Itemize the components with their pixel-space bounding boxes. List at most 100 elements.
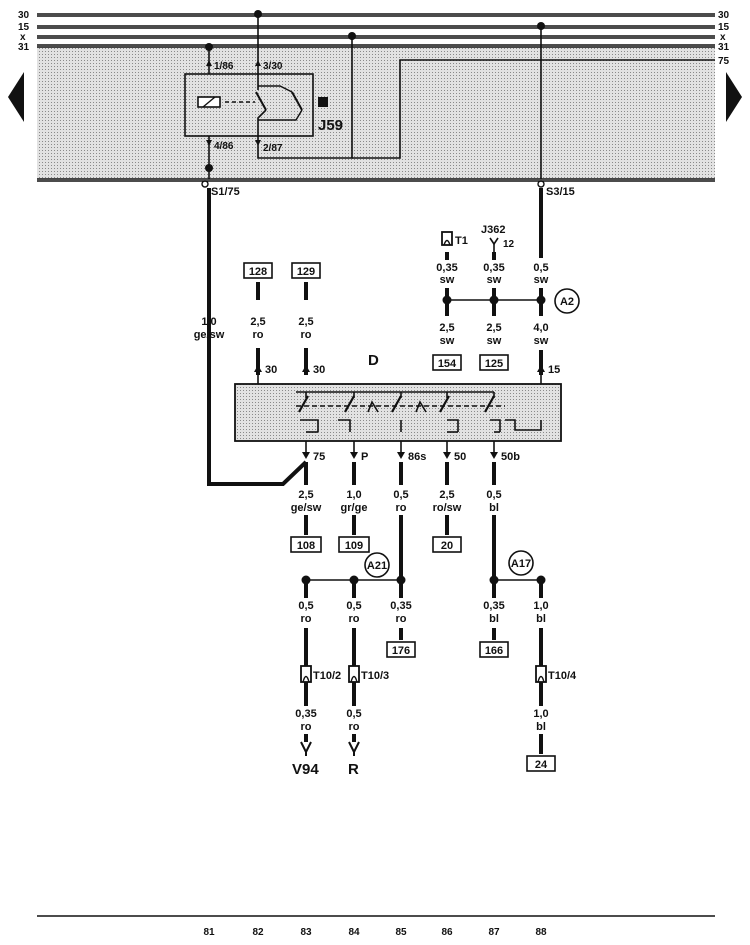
plug-end-r-icon bbox=[348, 741, 360, 756]
component-v94: V94 bbox=[292, 761, 319, 778]
connector-j362-pin: 12 bbox=[503, 239, 515, 250]
track-number: 85 bbox=[395, 927, 407, 938]
wire-label-a21-mid-color: ro bbox=[349, 613, 360, 625]
junction-a21: A21 bbox=[364, 552, 390, 578]
track-number: 84 bbox=[348, 927, 360, 938]
terminal-75: 75 bbox=[313, 451, 325, 463]
wire-label-109-size: 1,0 bbox=[346, 489, 361, 501]
track-number: 83 bbox=[300, 927, 312, 938]
bus-panel-shading bbox=[37, 47, 715, 179]
connector-s3-icon bbox=[537, 180, 545, 188]
wire-label-r-size: 0,5 bbox=[346, 708, 361, 720]
plug-end-v94-icon bbox=[300, 741, 312, 756]
wire-label-125-color: sw bbox=[487, 335, 502, 347]
lower-wires bbox=[304, 579, 543, 754]
wire-label-v94-size: 0,35 bbox=[295, 708, 316, 720]
svg-text:A2: A2 bbox=[560, 296, 574, 308]
bus-lines bbox=[37, 13, 715, 182]
relay-name: J59 bbox=[318, 117, 343, 134]
connector-j362-icon bbox=[489, 237, 499, 252]
wire-label-s3-size: 0,5 bbox=[533, 262, 548, 274]
wire-label-main-left-color: ge/sw bbox=[194, 329, 225, 341]
svg-text:A21: A21 bbox=[367, 560, 387, 572]
junction-a2: A2 bbox=[554, 288, 580, 314]
wire-label-86s-color: ro bbox=[396, 502, 407, 514]
wire-label-176-color: ro bbox=[396, 613, 407, 625]
next-page-arrow-icon[interactable] bbox=[726, 72, 742, 122]
lower-junction-dots bbox=[301, 575, 546, 585]
previous-page-arrow-icon[interactable] bbox=[8, 72, 24, 122]
wire-label-50b-color: bl bbox=[489, 502, 499, 514]
svg-text:166: 166 bbox=[485, 645, 503, 657]
wire-label-j362-size: 0,35 bbox=[483, 262, 504, 274]
svg-text:24: 24 bbox=[535, 759, 548, 771]
wire-label-108-color: ge/sw bbox=[291, 502, 322, 514]
wire-label-v94-color: ro bbox=[301, 721, 312, 733]
ref-box-20[interactable]: 20 bbox=[432, 536, 462, 553]
bus-label-right-x: x bbox=[720, 32, 726, 43]
connector-t10-3-icon bbox=[348, 665, 360, 683]
connector-j362-label: J362 bbox=[481, 224, 505, 236]
track-number: 88 bbox=[535, 927, 547, 938]
wire-label-109-color: gr/ge bbox=[341, 502, 368, 514]
wire-label-a21-mid-size: 0,5 bbox=[346, 600, 361, 612]
connector-t10-4-icon bbox=[535, 665, 547, 683]
bus-label-left-30: 30 bbox=[18, 10, 30, 21]
connector-s3-label: S3/15 bbox=[546, 186, 575, 198]
bus-label-left-x: x bbox=[20, 32, 26, 43]
svg-text:A17: A17 bbox=[511, 558, 531, 570]
track-number: 81 bbox=[203, 927, 215, 938]
wire-label-128-size: 2,5 bbox=[250, 316, 265, 328]
connector-s1-icon bbox=[201, 180, 209, 188]
svg-text:108: 108 bbox=[297, 540, 315, 552]
wire-label-166-size: 0,35 bbox=[483, 600, 504, 612]
bus-label-left-31: 31 bbox=[18, 42, 30, 53]
switch-output-wires bbox=[302, 441, 498, 580]
connector-s1-label: S1/75 bbox=[211, 186, 240, 198]
wire-label-24-size: 1,0 bbox=[533, 708, 548, 720]
wire-label-20-size: 2,5 bbox=[439, 489, 454, 501]
wire-label-154-size: 2,5 bbox=[439, 322, 454, 334]
wire-label-86s-size: 0,5 bbox=[393, 489, 408, 501]
terminal-p: P bbox=[361, 451, 368, 463]
wire-label-128-color: ro bbox=[253, 329, 264, 341]
relay-pin-1-86: 1/86 bbox=[214, 61, 234, 72]
terminal-50: 50 bbox=[454, 451, 466, 463]
wire-label-24-color: bl bbox=[536, 721, 546, 733]
ref-box-24[interactable]: 24 bbox=[526, 755, 556, 772]
relay-j59 bbox=[184, 73, 328, 137]
wire-label-t1-size: 0,35 bbox=[436, 262, 457, 274]
ref-box-108[interactable]: 108 bbox=[290, 536, 322, 553]
junction-a17: A17 bbox=[508, 550, 534, 576]
svg-text:154: 154 bbox=[438, 358, 457, 370]
wire-label-s3-color: sw bbox=[534, 274, 549, 286]
bus-label-right-15: 15 bbox=[718, 22, 730, 33]
svg-text:125: 125 bbox=[485, 358, 503, 370]
wire-label-125-size: 2,5 bbox=[486, 322, 501, 334]
wire-label-t1-color: sw bbox=[440, 274, 455, 286]
connector-t10-4-label: T10/4 bbox=[548, 670, 577, 682]
track-number: 87 bbox=[488, 927, 500, 938]
ref-box-128[interactable]: 128 bbox=[243, 262, 273, 279]
terminal-30-a: 30 bbox=[265, 364, 277, 376]
wire-label-a17-right-color: bl bbox=[536, 613, 546, 625]
ref-box-109[interactable]: 109 bbox=[338, 536, 370, 553]
bus-junction-dots bbox=[205, 10, 545, 172]
ref-box-154[interactable]: 154 bbox=[432, 354, 462, 371]
connector-t10-2-icon bbox=[300, 665, 312, 683]
ref-box-166[interactable]: 166 bbox=[479, 641, 509, 658]
ref-box-176[interactable]: 176 bbox=[386, 641, 416, 658]
bus-label-right-75: 75 bbox=[718, 56, 730, 67]
connector-t1-label: T1 bbox=[455, 235, 468, 247]
svg-text:128: 128 bbox=[249, 266, 267, 278]
ref-box-129[interactable]: 129 bbox=[291, 262, 321, 279]
switch-name: D bbox=[368, 352, 379, 369]
wire-label-j362-color: sw bbox=[487, 274, 502, 286]
svg-text:109: 109 bbox=[345, 540, 363, 552]
ref-box-125[interactable]: 125 bbox=[479, 354, 509, 371]
wire-label-a21-left-color: ro bbox=[301, 613, 312, 625]
terminal-50b: 50b bbox=[501, 451, 520, 463]
bus-label-right-31: 31 bbox=[718, 42, 730, 53]
track-number: 86 bbox=[441, 927, 453, 938]
